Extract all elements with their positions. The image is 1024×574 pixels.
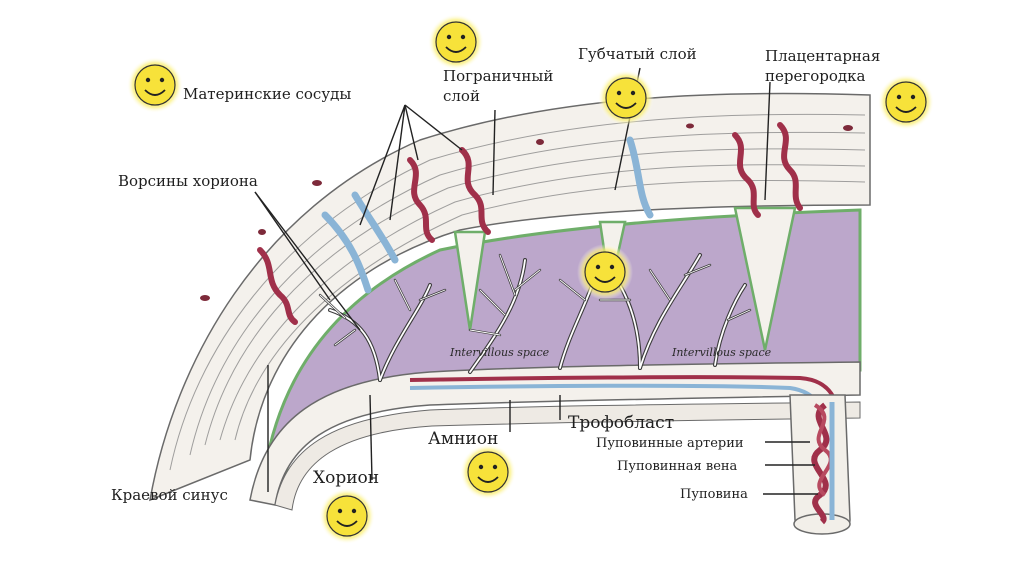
label-marginal-sinus: Краевой синус: [111, 486, 228, 504]
label-trophoblast: Трофобласт: [568, 413, 675, 433]
smiley-icon: [319, 488, 375, 544]
label-chorion: Хорион: [313, 468, 380, 488]
smiley-icon: [598, 70, 654, 126]
label-chorionic-villi: Ворсины хориона: [118, 172, 258, 190]
label-placental-septum-1: Плацентарная: [765, 47, 881, 65]
maternal-arteries: [257, 122, 803, 325]
label-intervillous-space-1: Intervillous space: [450, 346, 550, 359]
label-umbilical-arteries: Пуповинные артерии: [596, 436, 744, 451]
decidua-texture: [169, 113, 866, 471]
maternal-veins: [321, 136, 654, 294]
smiley-icon: [577, 244, 633, 300]
label-umbilical-cord: Пуповина: [680, 487, 748, 502]
label-border-layer-2: слой: [443, 87, 480, 105]
label-maternal-vessels: Материнские сосуды: [183, 85, 352, 103]
label-umbilical-vein: Пуповинная вена: [617, 459, 738, 474]
smiley-icon: [428, 14, 484, 70]
label-amnion: Амнион: [428, 429, 499, 449]
smiley-icon: [878, 74, 934, 130]
chorion-band: [249, 361, 861, 506]
smiley-icon: [127, 57, 183, 113]
smiley-icon: [460, 444, 516, 500]
label-placental-septum-2: перегородка: [765, 67, 866, 85]
label-intervillous-space-2: Intervillous space: [672, 346, 772, 359]
decidua-tissue: [149, 92, 871, 502]
decidua-vessels: [200, 123, 853, 301]
label-border-layer-1: Пограничный: [443, 67, 554, 85]
cord-spiral-artery-2: [813, 403, 833, 497]
label-spongy-layer: Губчатый слой: [578, 45, 697, 63]
